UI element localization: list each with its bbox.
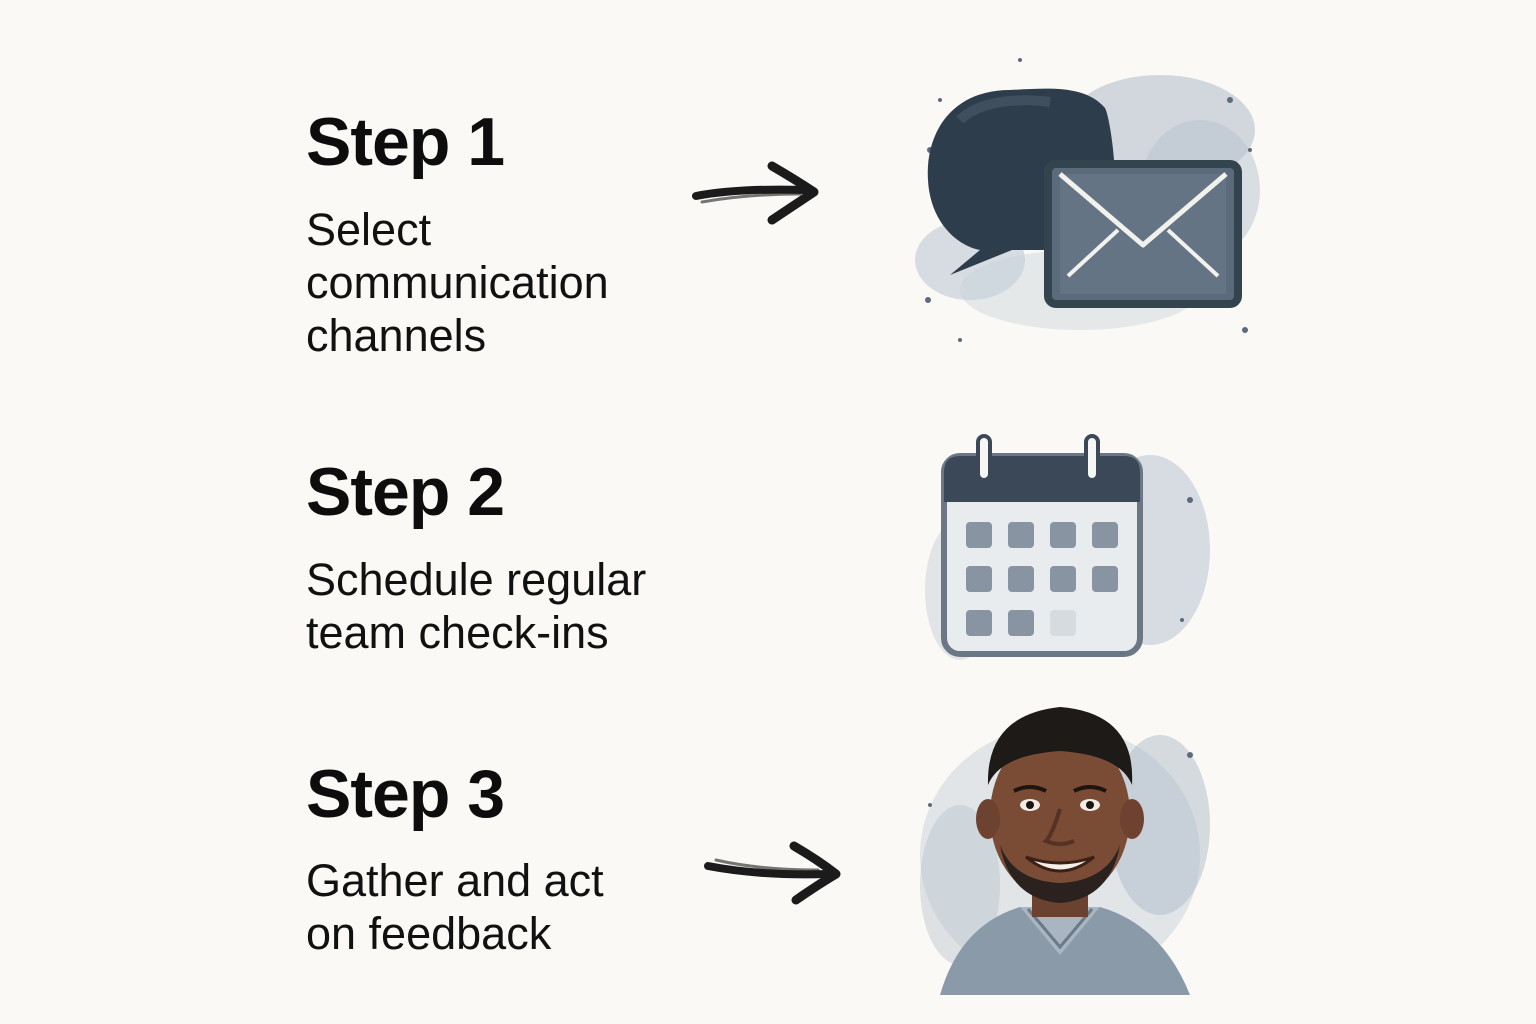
step-2-description-line: team check-ins <box>306 607 609 658</box>
chat-and-envelope-icon <box>915 58 1260 342</box>
calendar-icon <box>925 434 1210 660</box>
step-3-arrow-icon <box>704 841 841 905</box>
step-1-description: Select communication channels <box>306 203 609 362</box>
step-3-title: Step 3 <box>306 756 505 832</box>
step-1-title: Step 1 <box>306 104 505 180</box>
step-1-description-line: communication <box>306 257 609 308</box>
step-1-description-line: channels <box>306 310 487 361</box>
step-2-title: Step 2 <box>306 454 505 530</box>
step-2-description: Schedule regular team check-ins <box>306 553 646 659</box>
step-1-arrow-icon <box>692 161 819 225</box>
step-3-description-line: on feedback <box>306 908 552 959</box>
step-3-description: Gather and act on feedback <box>306 854 604 960</box>
step-3-description-line: Gather and act <box>306 855 604 906</box>
step-1-description-line: Select <box>306 204 432 255</box>
smiling-person-portrait <box>920 707 1210 995</box>
step-2-description-line: Schedule regular <box>306 554 647 605</box>
